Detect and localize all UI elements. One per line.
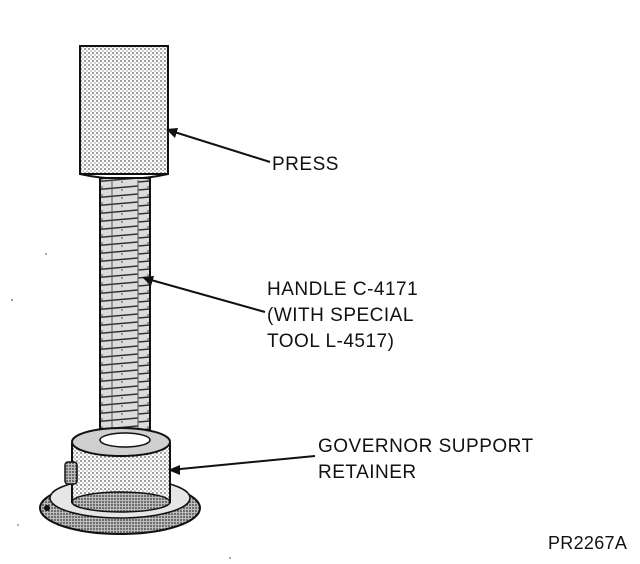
label-governor-line-1: GOVERNOR SUPPORT bbox=[318, 436, 534, 457]
label-press: PRESS bbox=[272, 154, 339, 175]
governor-support-retainer bbox=[39, 427, 201, 535]
label-handle: HANDLE C-4171 (WITH SPECIAL TOOL L-4517) bbox=[267, 277, 418, 355]
leader-handle bbox=[142, 276, 266, 313]
label-handle-line-3: TOOL L-4517) bbox=[267, 331, 395, 352]
press-ram bbox=[79, 45, 169, 180]
leader-press bbox=[166, 128, 271, 163]
label-governor-line-2: RETAINER bbox=[318, 462, 417, 483]
leader-governor bbox=[168, 455, 316, 475]
label-handle-line-2: (WITH SPECIAL bbox=[267, 305, 414, 326]
handle-shaft bbox=[99, 177, 151, 431]
label-handle-line-1: HANDLE C-4171 bbox=[267, 279, 419, 300]
figure-code: PR2267A bbox=[548, 533, 628, 553]
label-governor: GOVERNOR SUPPORT RETAINER bbox=[318, 434, 534, 486]
